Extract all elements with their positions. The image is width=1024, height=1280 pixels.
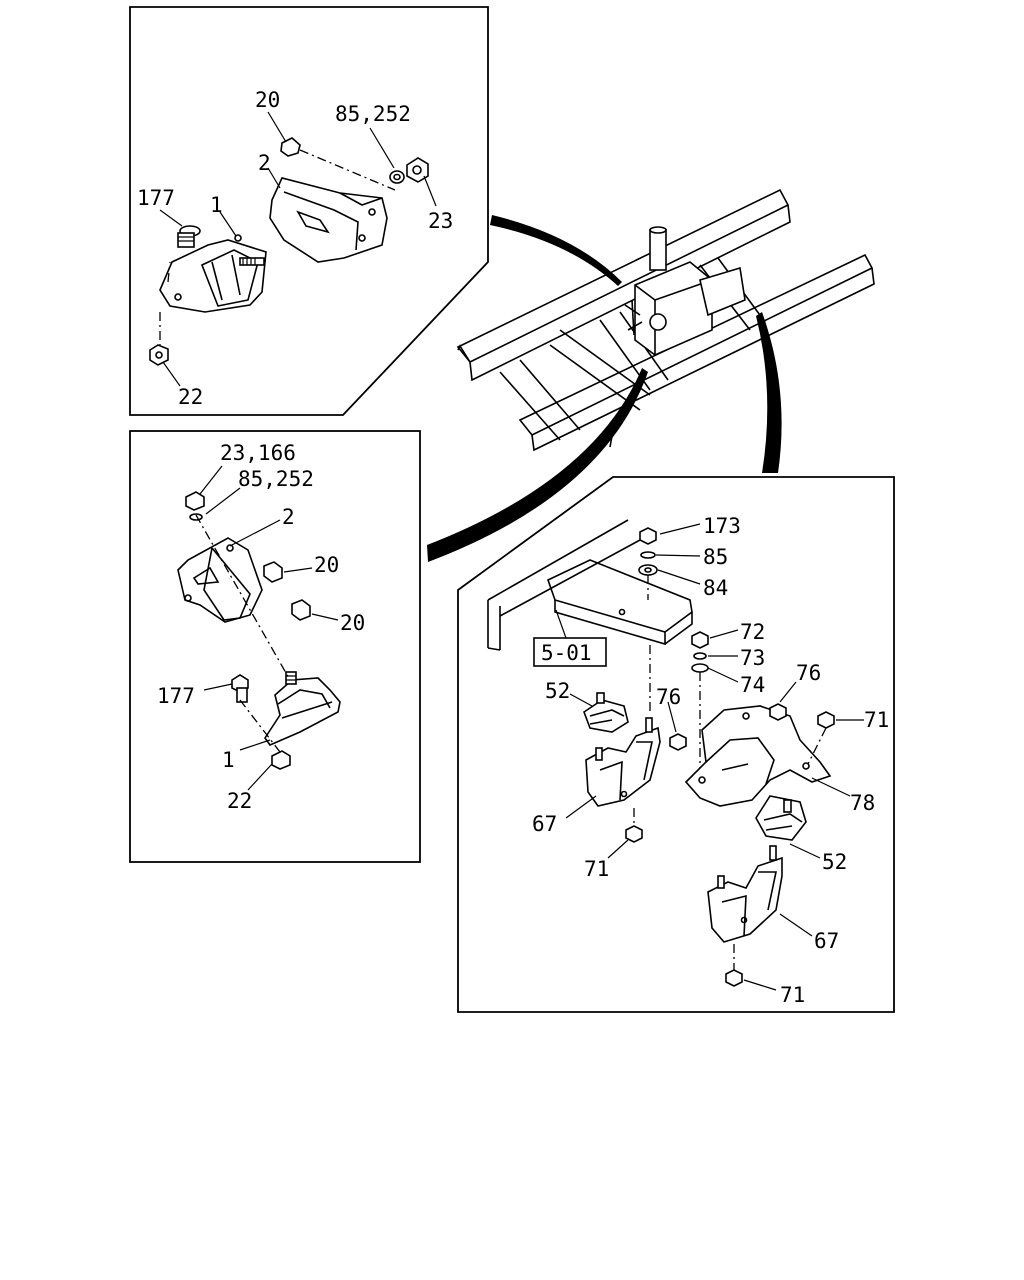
washer-85-252-mid bbox=[189, 513, 203, 521]
nut-173 bbox=[639, 527, 657, 545]
bracket-2-mid bbox=[177, 537, 263, 623]
label-20-a: 20 bbox=[314, 553, 339, 577]
label-20: 20 bbox=[255, 88, 280, 112]
label-173: 173 bbox=[703, 514, 741, 538]
label-22-mid: 22 bbox=[227, 789, 252, 813]
bracket-67-left bbox=[585, 726, 661, 807]
callout-arc-top-left bbox=[490, 215, 622, 286]
label-2: 2 bbox=[258, 151, 271, 175]
label-67-right: 67 bbox=[814, 929, 839, 953]
washer-85-252 bbox=[389, 170, 405, 184]
label-52-right: 52 bbox=[822, 850, 847, 874]
nut-23-166 bbox=[185, 491, 205, 511]
label-20-b: 20 bbox=[340, 611, 365, 635]
callout-arc-right bbox=[756, 312, 782, 473]
callout-arc-middle-left bbox=[427, 368, 648, 562]
label-76-right: 76 bbox=[796, 661, 821, 685]
label-177-mid: 177 bbox=[157, 684, 195, 708]
label-23-166: 23,166 bbox=[220, 441, 296, 465]
label-5-01: 5-01 bbox=[541, 641, 592, 665]
label-85-252: 85,252 bbox=[335, 102, 411, 126]
washer-84 bbox=[638, 564, 658, 576]
label-1-mid: 1 bbox=[222, 748, 235, 772]
bolt-20-a bbox=[263, 561, 283, 583]
label-71-upper-right: 71 bbox=[864, 708, 889, 732]
label-72: 72 bbox=[740, 620, 765, 644]
panel-middle-left: 23,166 85,252 2 20 20 177 1 22 bbox=[129, 430, 421, 863]
label-76-left: 76 bbox=[656, 685, 681, 709]
label-23: 23 bbox=[428, 209, 453, 233]
bolt-76-right bbox=[769, 703, 787, 721]
label-22: 22 bbox=[178, 385, 203, 409]
label-85: 85 bbox=[703, 545, 728, 569]
nut-71-lower-left bbox=[625, 825, 643, 843]
nut-71-upper-right bbox=[817, 711, 835, 729]
label-1: 1 bbox=[210, 193, 223, 217]
panel-top-left: 20 85,252 2 177 1 23 22 bbox=[129, 6, 489, 416]
label-73: 73 bbox=[740, 646, 765, 670]
label-84: 84 bbox=[703, 576, 728, 600]
crossmember-78 bbox=[684, 705, 832, 807]
bracket-2 bbox=[269, 177, 388, 263]
washer-85 bbox=[640, 551, 656, 559]
nut-22-mid bbox=[271, 750, 291, 770]
label-177: 177 bbox=[137, 186, 175, 210]
nut-22 bbox=[149, 344, 169, 366]
label-52-left: 52 bbox=[545, 679, 570, 703]
nut-23 bbox=[406, 157, 429, 183]
bolt-20 bbox=[280, 137, 301, 157]
label-74: 74 bbox=[740, 673, 765, 697]
washer-73 bbox=[693, 652, 707, 660]
label-2-mid: 2 bbox=[282, 505, 295, 529]
nut-71-bottom bbox=[725, 969, 743, 987]
panel-right: 173 85 84 5-01 72 73 74 52 76 76 71 78 6… bbox=[457, 476, 895, 1013]
reference-box-5-01 bbox=[533, 637, 607, 667]
bolt-76-left bbox=[669, 733, 687, 751]
bolt-20-b bbox=[291, 599, 311, 621]
label-85-252-mid: 85,252 bbox=[238, 467, 314, 491]
label-71-lower-left: 71 bbox=[584, 857, 609, 881]
label-67-left: 67 bbox=[532, 812, 557, 836]
washer-74 bbox=[691, 663, 709, 673]
truck-chassis-frame bbox=[456, 188, 875, 452]
nut-72 bbox=[691, 631, 709, 649]
label-78: 78 bbox=[850, 791, 875, 815]
panel-middle-left-frame bbox=[129, 430, 421, 863]
label-71-bottom: 71 bbox=[780, 983, 805, 1007]
